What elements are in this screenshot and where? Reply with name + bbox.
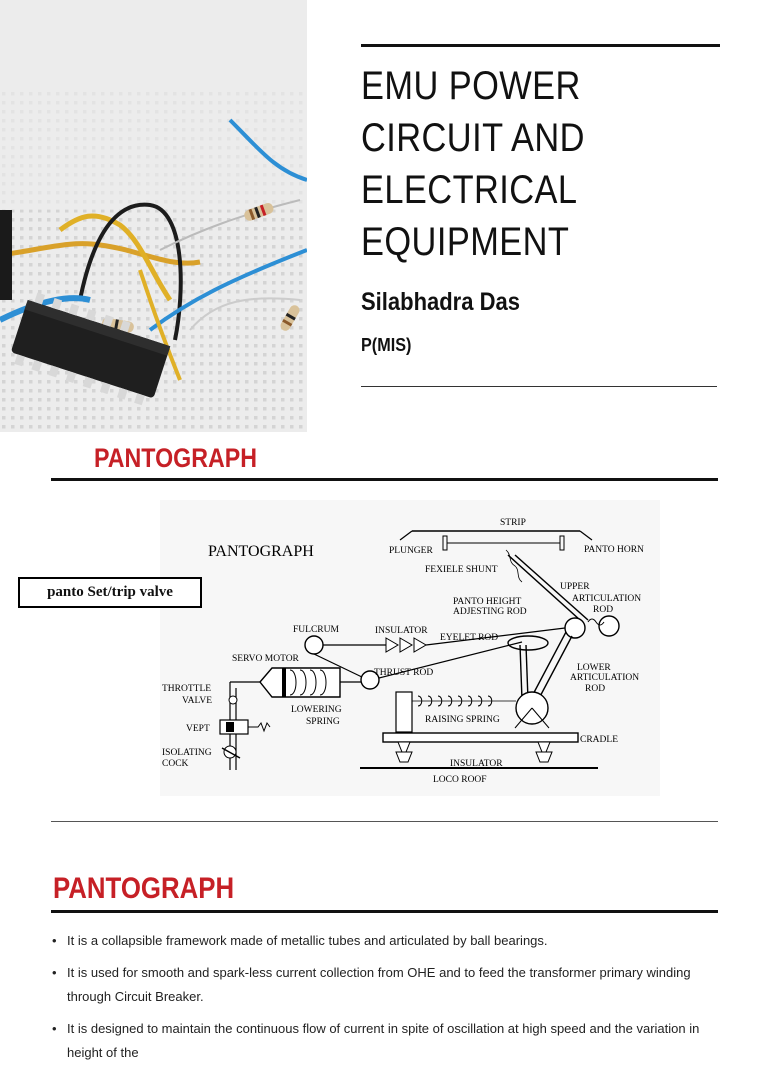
section-heading: PANTOGRAPH xyxy=(94,443,257,473)
bullet-item: It is a collapsible framework made of me… xyxy=(52,929,717,953)
label-valve: VALVE xyxy=(182,696,212,706)
diagram-title: PANTOGRAPH xyxy=(208,543,314,560)
document-title: EMU POWER CIRCUIT AND ELECTRICAL EQUIPME… xyxy=(361,60,688,268)
label-upper: UPPER xyxy=(560,582,590,592)
author-name: Silabhadra Das xyxy=(361,288,520,316)
label-thrust-rod: THRUST ROD xyxy=(374,668,433,678)
label-loco-roof: LOCO ROOF xyxy=(433,775,487,785)
label-adjusting-rod: ADJESTING ROD xyxy=(453,607,527,617)
label-insulator-bottom: INSULATOR xyxy=(450,759,503,769)
cover-photo xyxy=(0,0,307,432)
bullet-list: It is a collapsible framework made of me… xyxy=(52,929,717,1073)
pantograph-diagram: PANTOGRAPH STRIP PLUNGER PANTO HORN FEXI… xyxy=(160,500,660,796)
bullet-item: It is used for smooth and spark-less cur… xyxy=(52,961,717,1009)
label-plunger: PLUNGER xyxy=(389,546,433,556)
label-cock: COCK xyxy=(162,759,189,769)
label-lowering: LOWERING xyxy=(291,705,342,715)
section-divider xyxy=(51,821,718,822)
section-heading-rule xyxy=(51,478,718,481)
label-articulation-lower: ARTICULATION xyxy=(570,673,639,683)
label-strip: STRIP xyxy=(500,518,526,528)
label-vept: VEPT xyxy=(186,724,210,734)
title-line: ELECTRICAL xyxy=(361,168,578,212)
label-isolating: ISOLATING xyxy=(162,748,212,758)
label-fulcrum: FULCRUM xyxy=(293,625,339,635)
label-panto-height: PANTO HEIGHT xyxy=(453,597,522,607)
label-lower: LOWER xyxy=(577,663,611,673)
label-spring: SPRING xyxy=(306,717,340,727)
label-servo-motor: SERVO MOTOR xyxy=(232,654,300,664)
title-line: EQUIPMENT xyxy=(361,220,570,264)
label-throttle: THROTTLE xyxy=(162,684,211,694)
author-role: P(MIS) xyxy=(361,335,412,355)
label-panto-horn: PANTO HORN xyxy=(584,545,644,555)
label-eyelet-rod: EYELET ROD xyxy=(440,633,498,643)
label-insulator-top: INSULATOR xyxy=(375,626,428,636)
label-articulation-upper: ARTICULATION xyxy=(572,594,641,604)
label-flexible-shunt: FEXIELE SHUNT xyxy=(425,565,498,575)
title-bottom-rule xyxy=(361,386,717,387)
label-rod-lower: ROD xyxy=(585,684,605,694)
title-line: EMU POWER xyxy=(361,64,581,108)
bullet-item: It is designed to maintain the continuou… xyxy=(52,1017,717,1065)
label-rod-upper: ROD xyxy=(593,605,613,615)
section-heading-rule xyxy=(51,910,718,913)
section-heading: PANTOGRAPH xyxy=(53,872,235,905)
diagram-callout: panto Set/trip valve xyxy=(18,577,202,608)
label-raising-spring: RAISING SPRING xyxy=(425,715,500,725)
label-cradle: CRADLE xyxy=(580,735,618,745)
title-line: CIRCUIT AND xyxy=(361,116,585,160)
title-top-rule xyxy=(361,44,720,47)
